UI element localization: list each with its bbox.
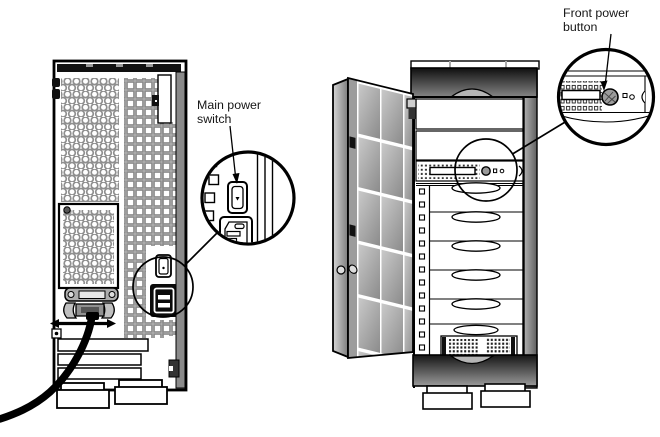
rear-thumbscrew-lower [52,89,60,99]
power-cord [0,312,96,423]
front-view: Front power button [332,6,656,410]
door-panel-grid [348,78,413,358]
rear-view: Main power switch [0,59,296,423]
label-main-power-switch-line1: Main power [197,98,261,112]
detail-circle-front [556,47,656,147]
detail-circle-rear [200,150,296,246]
label-front-power-button-line2: button [563,20,598,34]
bay-hole-column [418,188,426,351]
main-power-switch [155,254,172,278]
door-lock [336,265,346,275]
door-spine [332,77,349,359]
io-panel [57,202,120,290]
front-power-button [481,166,491,176]
door-hinge [406,98,417,109]
ac-power-inlet [150,284,178,317]
arrow-main-power-switch [229,125,240,184]
rear-side-strip [175,71,186,389]
front-vent-perforations [440,335,518,358]
rear-feet [56,379,168,409]
magnified-power-button [601,88,619,106]
rear-top-band [57,64,181,72]
lower-drive-bays [428,182,523,355]
front-side-strip [523,62,538,389]
drive-bay-handles [451,182,501,336]
magnified-edge-lines [256,153,274,243]
bottom-bezel [412,354,538,387]
source-circle-front [454,138,518,202]
magnified-power-switch [227,181,248,214]
callout-line-front [512,120,567,155]
source-circle-rear [132,256,194,318]
rear-bracket-plate [157,74,172,124]
cable-arrow-bar [50,319,116,328]
power-cord-plug [86,312,99,320]
vent-honeycomb [61,78,119,202]
upper-drive-bays [415,98,524,161]
magnified-media-slot [561,89,601,101]
media-slot [429,166,476,176]
rear-thumbscrew-upper [52,78,60,87]
front-feet [422,383,531,410]
callout-line-rear [183,229,221,267]
rear-port-upper [64,287,119,302]
control-panel [415,160,524,186]
label-main-power-switch-line2: switch [197,112,232,126]
label-front-power-button-line1: Front power [563,6,629,20]
top-bezel [410,67,538,98]
front-door [332,76,417,359]
arrow-front-power-button [600,33,612,91]
